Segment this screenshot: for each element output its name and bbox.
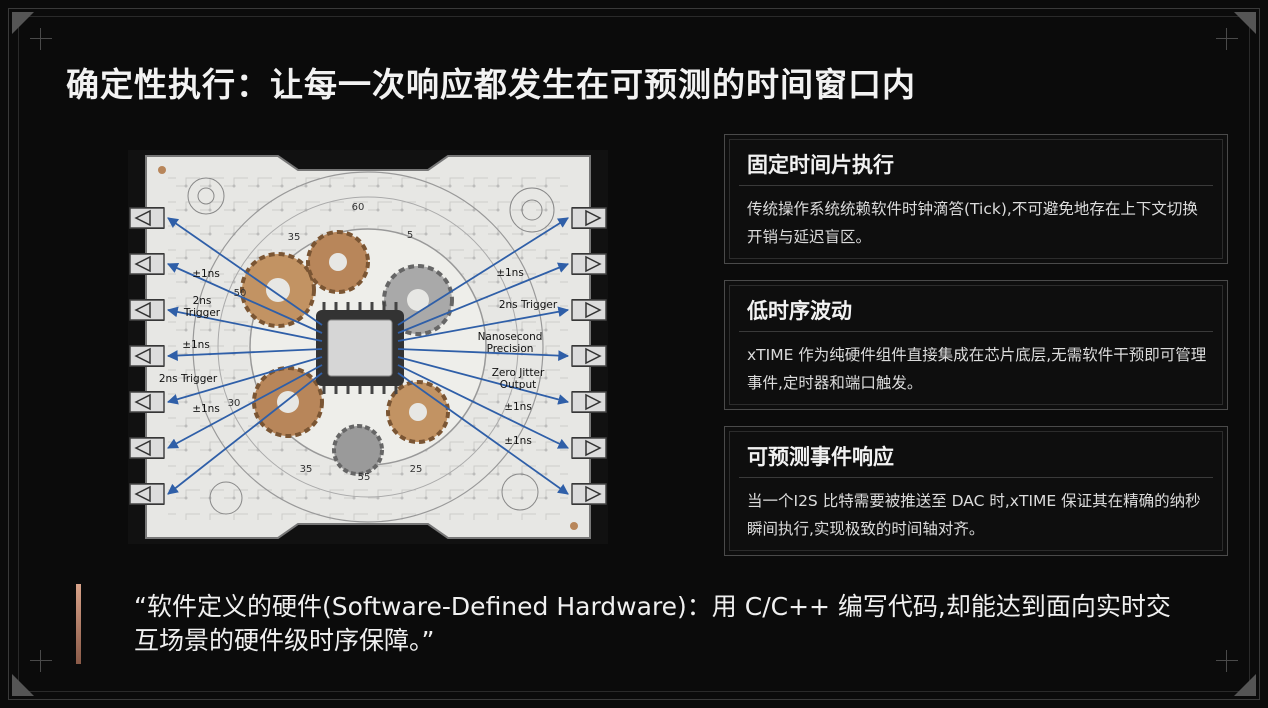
crosshair-icon bbox=[30, 650, 52, 672]
card-title: 可预测事件响应 bbox=[747, 445, 894, 469]
dial-number: 5 bbox=[407, 230, 413, 241]
annotation-right: Output bbox=[500, 379, 536, 391]
card-body: xTIME 作为纯硬件组件直接集成在芯片底层,无需软件干预即可管理事件,定时器和… bbox=[747, 346, 1207, 392]
port-connector-left bbox=[128, 299, 165, 321]
annotation-right: 2ns Trigger bbox=[499, 299, 558, 311]
signal-arrow bbox=[397, 262, 570, 334]
dial-numbers: 35 5 50 60 30 55 35 25 bbox=[228, 202, 423, 483]
dial-number: 55 bbox=[358, 472, 371, 483]
crosshair-icon bbox=[30, 28, 52, 50]
port-connector-left bbox=[128, 483, 165, 505]
dial-number: 35 bbox=[288, 232, 301, 243]
port-connector-right bbox=[571, 253, 608, 275]
port-connector-right bbox=[571, 483, 608, 505]
signal-arrow bbox=[167, 263, 323, 334]
dial-number: 35 bbox=[300, 464, 313, 475]
signal-arrow bbox=[166, 306, 323, 342]
dial-number: 30 bbox=[228, 398, 241, 409]
card-body: 当一个I2S 比特需要被推送至 DAC 时,xTIME 保证其在精确的纳秒瞬间执… bbox=[747, 492, 1201, 538]
signal-arrows bbox=[166, 217, 570, 495]
annotation-right: Nanosecond bbox=[478, 331, 543, 343]
page-title: 确定性执行：让每一次响应都发生在可预测的时间窗口内 bbox=[66, 65, 916, 104]
annotation-right: ±1ns bbox=[504, 435, 532, 447]
signal-arrow bbox=[167, 372, 323, 495]
signal-arrow bbox=[166, 356, 323, 405]
card-title: 固定时间片执行 bbox=[747, 153, 894, 177]
dial-number: 50 bbox=[234, 288, 247, 299]
port-connector-right bbox=[571, 207, 608, 229]
crosshair-icon bbox=[1216, 28, 1238, 50]
chip-diagram: I2S_DACSPDIF_RTSPDIF_DCUSB_PHYGPIO_INGPI… bbox=[128, 150, 608, 544]
port-connector-right bbox=[571, 299, 608, 321]
annotation-right: Zero Jitter bbox=[492, 367, 545, 379]
card-fixed-timeslice: 固定时间片执行 传统操作系统统赖软件时钟滴答(Tick),不可避免地存在上下文切… bbox=[724, 134, 1228, 264]
card-low-jitter: 低时序波动 xTIME 作为纯硬件组件直接集成在芯片底层,无需软件干预即可管理事… bbox=[724, 280, 1228, 410]
port-connector-right bbox=[571, 391, 608, 413]
dial-number: 25 bbox=[410, 464, 423, 475]
annotation-right: ±1ns bbox=[504, 401, 532, 413]
signal-arrow bbox=[397, 217, 569, 326]
signal-arrow bbox=[397, 306, 570, 342]
card-predictable-response: 可预测事件响应 当一个I2S 比特需要被推送至 DAC 时,xTIME 保证其在… bbox=[724, 426, 1228, 556]
signal-arrow bbox=[397, 348, 570, 361]
dial-number: 60 bbox=[352, 202, 365, 213]
signal-arrow bbox=[167, 364, 323, 449]
annotation-left: ±1ns bbox=[182, 339, 210, 351]
annotation-left: 2ns bbox=[193, 295, 212, 307]
signal-arrow bbox=[397, 364, 569, 449]
crosshair-icon bbox=[1216, 650, 1238, 672]
left-ports: I2S_DACSPDIF_RTSPDIF_DCUSB_PHYGPIO_INGPI… bbox=[128, 207, 165, 505]
annotation-left: 2ns Trigger bbox=[159, 373, 218, 385]
port-connector-left bbox=[128, 391, 165, 413]
card-title: 低时序波动 bbox=[747, 299, 852, 323]
port-connector-right bbox=[571, 437, 608, 459]
chip-diagram-svg: I2S_DACSPDIF_RTSPDIF_DCUSB_PHYGPIO_INGPI… bbox=[128, 155, 608, 539]
annotation-left: ±1ns bbox=[192, 403, 220, 415]
quote-accent-bar bbox=[76, 584, 81, 664]
signal-arrow bbox=[397, 356, 570, 405]
annotation-right: Precision bbox=[487, 343, 534, 355]
annotation-right: ±1ns bbox=[496, 267, 524, 279]
signal-arrow bbox=[166, 348, 323, 361]
processor-chip bbox=[316, 302, 404, 394]
port-connector-left bbox=[128, 437, 165, 459]
annotation-left: ±1ns bbox=[192, 268, 220, 280]
signal-arrow bbox=[397, 372, 569, 495]
annotation-left: Trigger bbox=[183, 307, 221, 319]
port-connector-left bbox=[128, 253, 165, 275]
closing-quote: “软件定义的硬件(Software-Defined Hardware)：用 C/… bbox=[134, 592, 1171, 655]
signal-arrow bbox=[167, 217, 323, 326]
right-ports: I2S_DACSPDIF_RXSPDIF_RXI28_PHYGPIO_INSFI… bbox=[571, 207, 608, 505]
port-connector-left bbox=[128, 207, 165, 229]
port-connector-right bbox=[571, 345, 608, 367]
port-connector-left bbox=[128, 345, 165, 367]
card-body: 传统操作系统统赖软件时钟滴答(Tick),不可避免地存在上下文切换开销与延迟盲区… bbox=[747, 200, 1198, 246]
